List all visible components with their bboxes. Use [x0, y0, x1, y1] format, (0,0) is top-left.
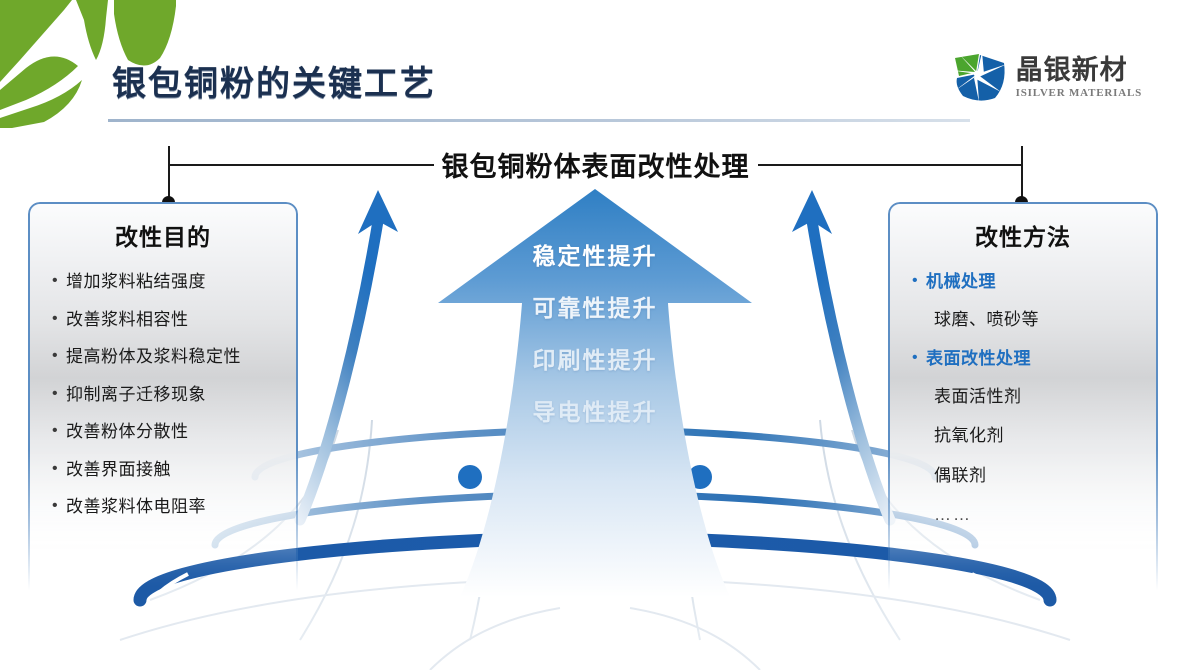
list-item[interactable]: • 抑制离子迁移现象: [52, 385, 298, 405]
arrow-label-2: 可靠性提升: [532, 295, 658, 321]
list-item[interactable]: • 机械处理: [912, 272, 1158, 292]
panel-right-list: • 机械处理 球磨、喷砂等 • 表面改性处理 表面活性剂 抗氧化剂 偶联剂: [888, 272, 1158, 525]
isilver-diamond-starburst-logo: [948, 52, 1007, 102]
list-item-label: 改善浆料相容性: [66, 309, 189, 329]
bullet-icon: •: [912, 272, 918, 289]
list-item[interactable]: 抗氧化剂: [912, 426, 1158, 446]
logo-english-name: ISILVER MATERIALS: [1015, 87, 1142, 99]
list-item-label: 抑制离子迁移现象: [66, 384, 206, 404]
list-item[interactable]: • 改善浆料相容性: [52, 310, 298, 330]
arrow-label-3: 印刷性提升: [532, 347, 658, 373]
panel-right-title: 改性方法: [975, 224, 1071, 250]
list-item[interactable]: 表面活性剂: [912, 387, 1158, 407]
list-item-label: 球磨、喷砂等: [934, 309, 1039, 329]
center-upward-arrow: [438, 189, 752, 597]
list-item[interactable]: • 改善粉体分散性: [52, 422, 298, 442]
bullet-icon: •: [52, 459, 58, 477]
ring-node-right: [688, 465, 712, 489]
list-item[interactable]: • 表面改性处理: [912, 349, 1158, 369]
panel-modification-methods: 改性方法 • 机械处理 球磨、喷砂等 • 表面改性处理 表面活性剂 抗氧化剂: [888, 202, 1158, 602]
list-item-label: 抗氧化剂: [934, 426, 1004, 446]
title-divider: [108, 119, 970, 122]
center-heading: 银包铜粉体表面改性处理: [441, 152, 750, 182]
panel-left-background: [28, 202, 298, 602]
list-item-label: 表面改性处理: [926, 349, 1031, 369]
center-arrow-labels: 稳定性提升 可靠性提升 印刷性提升 导电性提升: [430, 185, 760, 615]
list-item[interactable]: • 提高粉体及浆料稳定性: [52, 347, 298, 367]
bullet-icon: •: [912, 349, 918, 367]
panel-left-title: 改性目的: [115, 224, 211, 250]
heading-rule-right: [757, 163, 1023, 166]
bullet-icon: •: [52, 422, 58, 440]
bullet-icon: •: [52, 309, 58, 327]
list-item[interactable]: 球磨、喷砂等: [912, 310, 1158, 330]
list-item[interactable]: • 改善浆料体电阻率: [52, 497, 298, 517]
list-item-label: 增加浆料粘结强度: [66, 272, 206, 291]
list-item-label: 提高粉体及浆料稳定性: [66, 347, 241, 367]
logo-chinese-name: 晶银新材: [1015, 55, 1128, 85]
panel-left-list: • 增加浆料粘结强度 • 改善浆料相容性 • 提高粉体及浆料稳定性 • 抑制离子…: [28, 272, 298, 517]
list-item-label: 表面活性剂: [934, 386, 1022, 406]
list-item-label: 改善界面接触: [66, 459, 171, 479]
list-item-label: ……: [934, 505, 972, 525]
ring-node-left: [458, 465, 482, 489]
list-item: ……: [912, 505, 1158, 525]
list-item-label: 改善粉体分散性: [66, 422, 189, 442]
panel-right-background: [888, 202, 1158, 602]
arrow-label-4: 导电性提升: [532, 399, 658, 425]
list-item[interactable]: • 改善界面接触: [52, 460, 298, 480]
heading-rule-left: [168, 163, 434, 166]
panel-modification-purpose: 改性目的 • 增加浆料粘结强度 • 改善浆料相容性 • 提高粉体及浆料稳定性 •…: [28, 202, 298, 602]
center-heading-row: 银包铜粉体表面改性处理: [168, 145, 1023, 184]
arrow-label-1: 稳定性提升: [532, 243, 658, 269]
bullet-icon: •: [52, 384, 58, 402]
list-item[interactable]: • 增加浆料粘结强度: [52, 272, 298, 292]
list-item[interactable]: 偶联剂: [912, 466, 1158, 486]
page-title: 银包铜粉的关键工艺: [112, 65, 436, 103]
bullet-icon: •: [52, 272, 58, 289]
list-item-label: 改善浆料体电阻率: [66, 497, 206, 517]
list-item-label: 机械处理: [926, 272, 996, 291]
bullet-icon: •: [52, 497, 58, 515]
company-logo: 晶银新材 ISILVER MATERIALS: [948, 52, 1142, 104]
bullet-icon: •: [52, 347, 58, 365]
list-item-label: 偶联剂: [934, 465, 987, 485]
